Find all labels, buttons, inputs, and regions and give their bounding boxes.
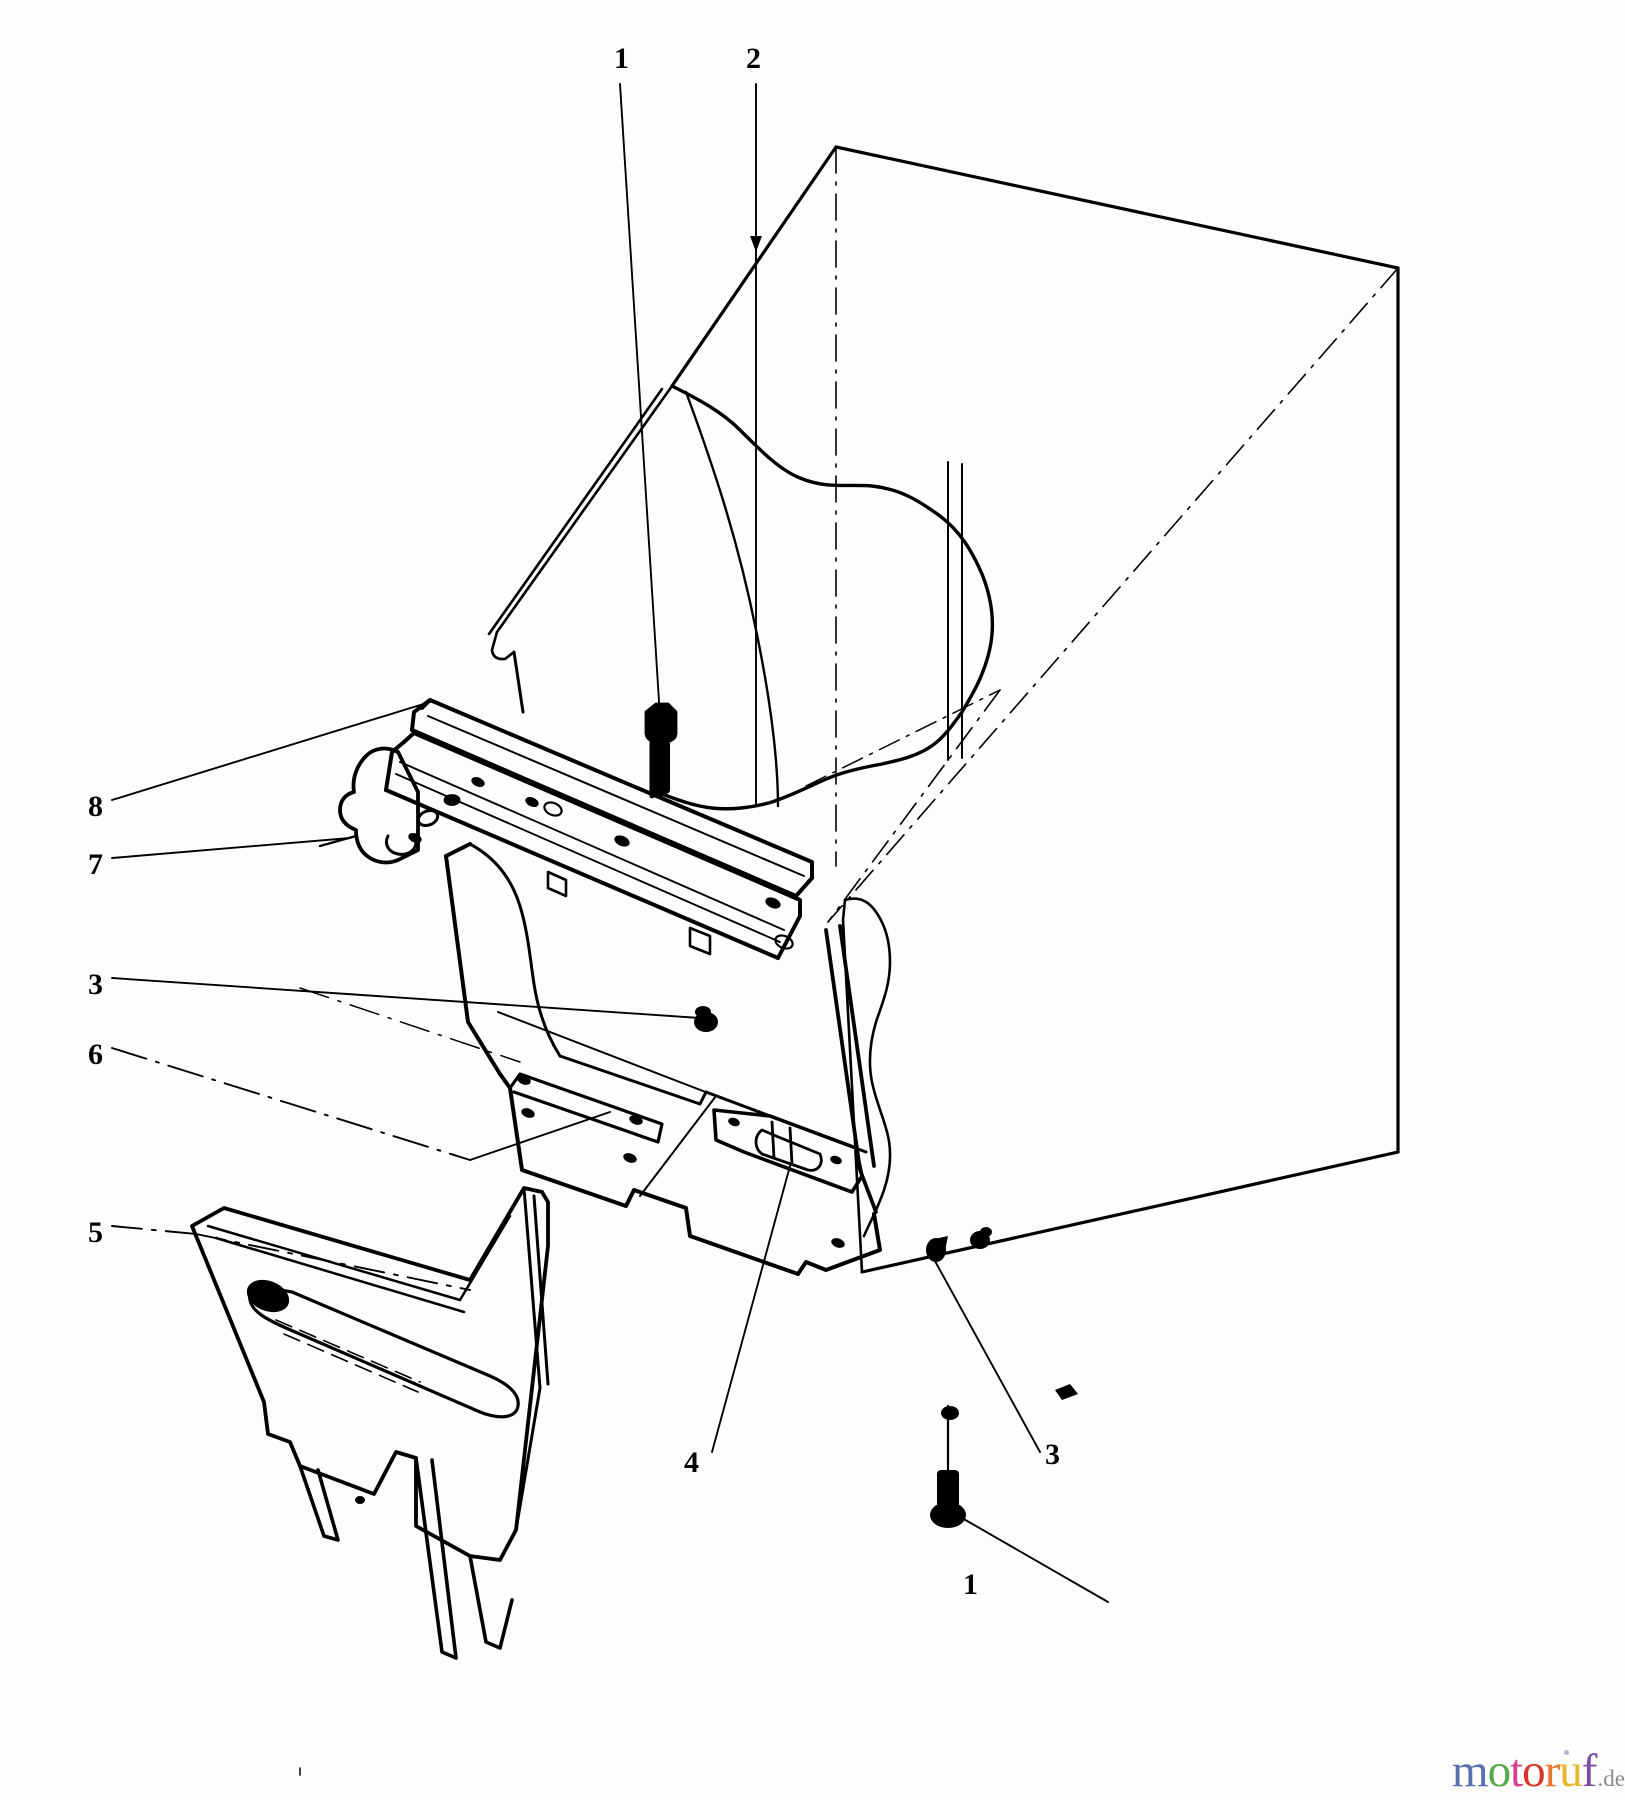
bag-support-lower-rail bbox=[384, 731, 802, 960]
chute-door-leg-right bbox=[414, 1456, 514, 1660]
chute-door-hole bbox=[355, 1496, 365, 1504]
chute-door-recess bbox=[248, 1285, 520, 1419]
bag-support-top-rail-inner bbox=[427, 715, 805, 877]
hardware-blob-c bbox=[970, 1227, 992, 1249]
grass-bag-opening-edge bbox=[660, 384, 995, 811]
mounting-frame-brace bbox=[497, 1011, 717, 1197]
watermark-letter-o2: o bbox=[1522, 1745, 1545, 1797]
side-plate-slot bbox=[416, 809, 440, 827]
ref-label-1-bottom: 1 bbox=[963, 1568, 978, 1601]
chute-door-recess-hatch bbox=[275, 1319, 421, 1393]
mounting-frame-inner-edge bbox=[468, 842, 868, 1154]
ref-label-2-top: 2 bbox=[746, 42, 761, 75]
watermark-letter-o1: o bbox=[1487, 1745, 1511, 1797]
watermark-letter-t: t bbox=[1510, 1745, 1523, 1797]
chute-door-recess-shade bbox=[246, 1279, 290, 1313]
chute-door-side-face bbox=[514, 1186, 550, 1532]
hardware-pin-top bbox=[941, 1406, 959, 1420]
bag-support-rail-tabs bbox=[546, 870, 712, 956]
mounting-frame-holes bbox=[517, 1075, 845, 1248]
watermark-letter-u: u bbox=[1559, 1745, 1582, 1797]
ref-label-3-right: 3 bbox=[1045, 1438, 1060, 1471]
grass-bag-hidden-mouth bbox=[805, 689, 1001, 787]
hardware-stud-right bbox=[1055, 1384, 1078, 1400]
mounting-frame-bottom-plate bbox=[508, 1072, 664, 1144]
ref-label-3-left: 3 bbox=[88, 968, 103, 1001]
ref-label-4-bottom: 4 bbox=[684, 1446, 699, 1479]
grass-bag-outline bbox=[670, 145, 1400, 1274]
side-plate-notch bbox=[384, 834, 418, 856]
ref-label-5-left: 5 bbox=[88, 1216, 103, 1249]
rail-holes bbox=[408, 777, 781, 909]
ref-label-6-left: 6 bbox=[88, 1038, 103, 1071]
latch-plate-rib bbox=[754, 1120, 823, 1172]
watermark-letter-r: r bbox=[1544, 1745, 1561, 1797]
carriage-bolt-upper-head bbox=[645, 726, 677, 794]
side-plate-holes bbox=[443, 794, 461, 806]
side-plate bbox=[338, 746, 420, 865]
grass-bag-left-edge bbox=[512, 650, 525, 714]
ref-label-1-top: 1 bbox=[614, 42, 629, 75]
grass-bag-front-hem bbox=[487, 384, 674, 661]
motoruf-watermark-logo: motoruf.de bbox=[1452, 1748, 1625, 1795]
bag-support-top-rail bbox=[410, 698, 814, 898]
ref-label-8-left: 8 bbox=[88, 790, 103, 823]
latch-plate bbox=[712, 1108, 864, 1194]
hardware-blob-b bbox=[926, 1236, 948, 1262]
bag-support-lower-rail-inner bbox=[395, 761, 785, 943]
chute-door-leg-left bbox=[298, 1464, 340, 1542]
construction-ray bbox=[299, 987, 521, 1063]
watermark-letter-m: m bbox=[1452, 1745, 1489, 1797]
watermark-tld: .de bbox=[1597, 1766, 1625, 1791]
watermark-dot bbox=[1563, 1750, 1569, 1755]
hardware-blob-a bbox=[694, 1006, 718, 1032]
rail-hole-rings bbox=[543, 801, 794, 950]
mounting-frame-outline bbox=[444, 842, 882, 1276]
latch-plate-holes bbox=[728, 1117, 842, 1165]
carriage-bolt-lower bbox=[930, 1470, 966, 1528]
grass-bag-interior-fold bbox=[684, 390, 780, 808]
grass-bag-hidden-lines bbox=[827, 146, 1399, 923]
chute-door-top-fold bbox=[206, 1214, 512, 1314]
leader-lines bbox=[111, 83, 1109, 1603]
ref-label-7-left: 7 bbox=[88, 848, 103, 881]
grass-bag-lower-contour bbox=[841, 897, 892, 1274]
watermark-letter-f: f bbox=[1581, 1745, 1598, 1797]
